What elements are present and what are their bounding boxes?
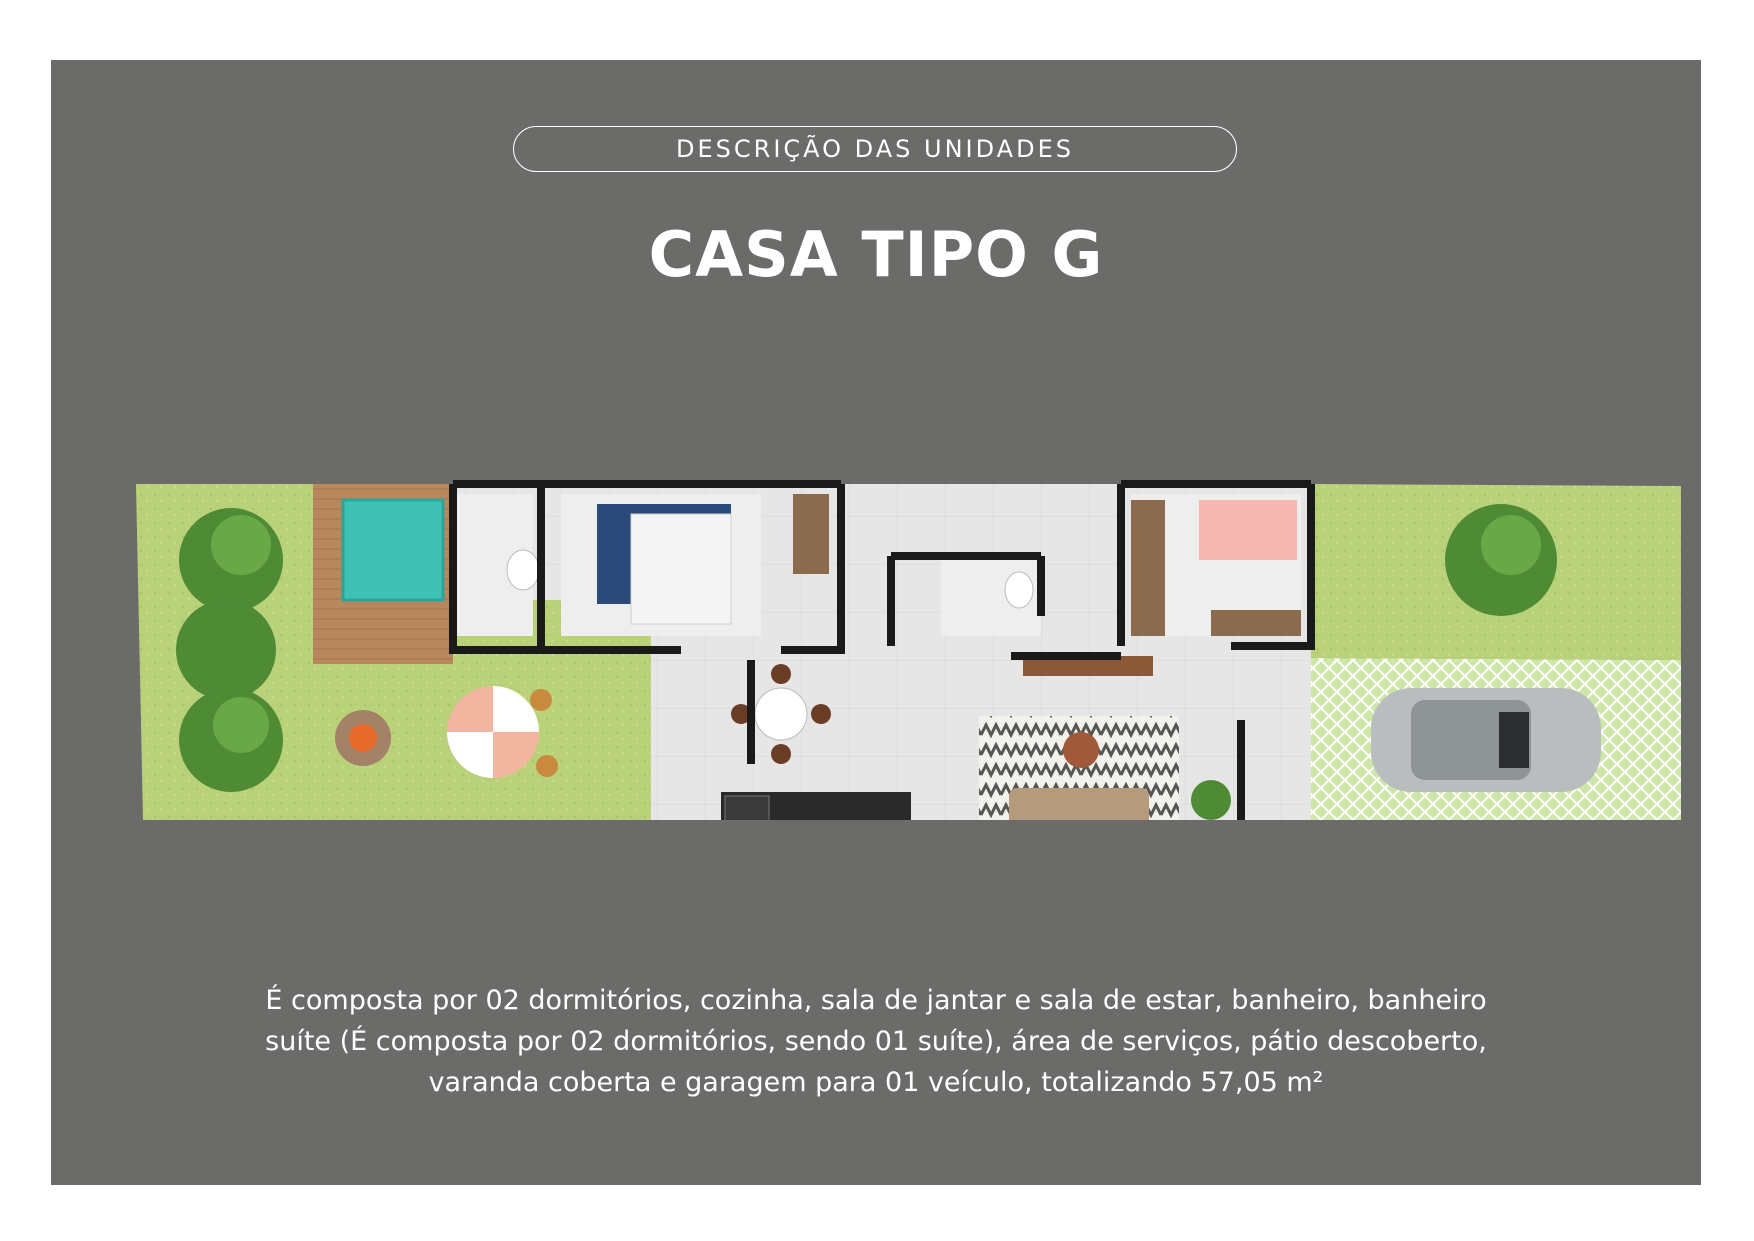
walls	[449, 480, 1315, 820]
toilet	[506, 549, 540, 591]
floor-plan-illustration	[136, 480, 1681, 820]
dining-table	[731, 664, 831, 764]
content-panel: DESCRIÇÃO DAS UNIDADES CASA TIPO G	[51, 60, 1701, 1185]
unit-description: É composta por 02 dormitórios, cozinha, …	[265, 985, 1487, 1098]
backyard-trees	[176, 508, 283, 792]
bedroom-2-bed	[1199, 500, 1297, 560]
desk	[1211, 610, 1301, 636]
wardrobe-2	[1131, 500, 1165, 636]
pool	[341, 498, 445, 602]
page-title: CASA TIPO G	[648, 218, 1104, 291]
tv-console	[1023, 656, 1153, 676]
patio-umbrella	[447, 686, 558, 778]
coffee-table	[1063, 732, 1099, 768]
section-label-pill: DESCRIÇÃO DAS UNIDADES	[513, 126, 1237, 172]
plant	[1191, 780, 1231, 820]
stove	[724, 795, 770, 820]
toilet-2	[1004, 571, 1034, 609]
front-tree	[1445, 504, 1557, 616]
sofa	[1009, 788, 1149, 820]
wardrobe	[793, 494, 829, 574]
suite-bed	[630, 513, 732, 625]
car	[1371, 688, 1601, 792]
